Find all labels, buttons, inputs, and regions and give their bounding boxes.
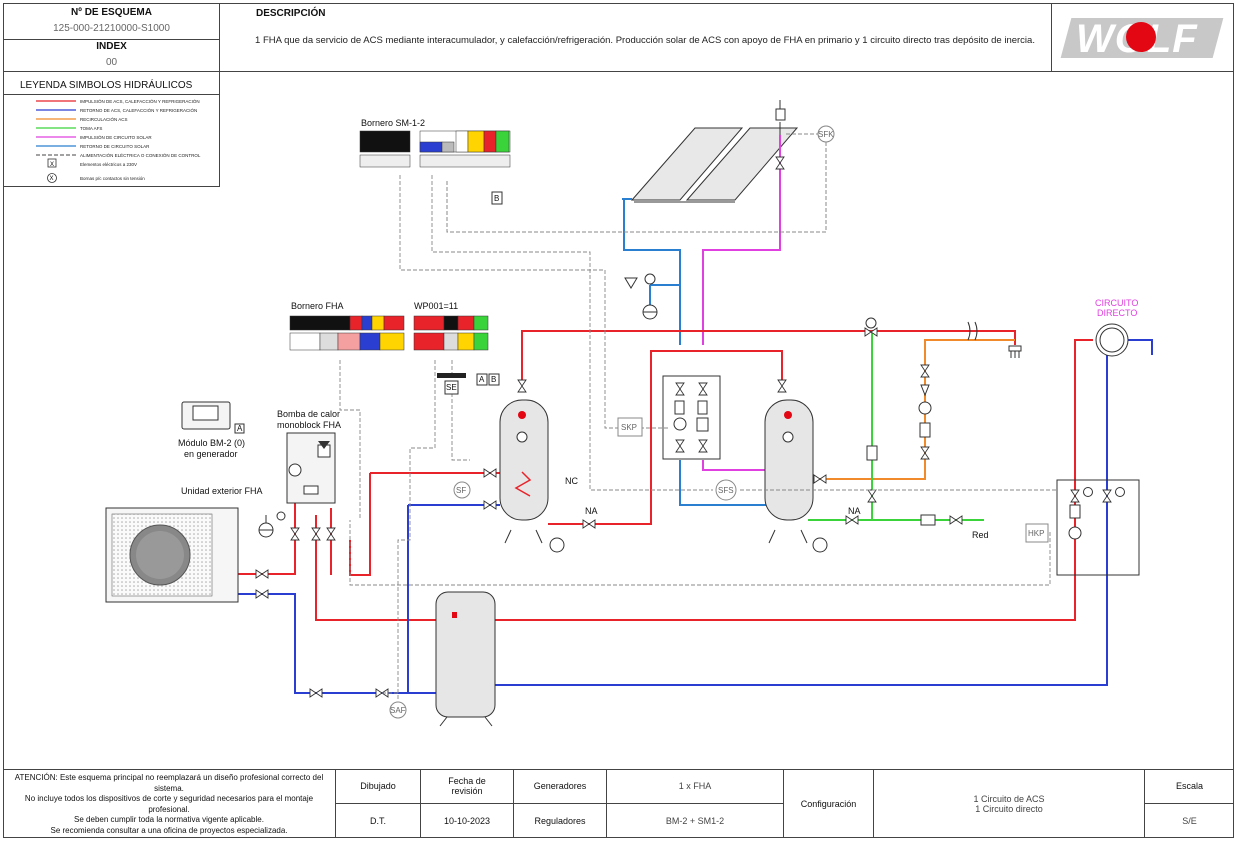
legend-item: Elementos eléctricos a 230V	[80, 162, 138, 167]
circuito-directo-label-1: CIRCUITO	[1095, 298, 1139, 308]
reguladores-label: Reguladores	[514, 804, 607, 838]
solar-valves	[675, 156, 785, 453]
generadores-value: 1 x FHA	[607, 769, 784, 804]
outdoor-unit	[105, 507, 239, 603]
svg-text:X: X	[50, 176, 54, 182]
sensors	[389, 417, 1049, 719]
configuracion-value: 1 Circuito de ACS 1 Circuito directo	[874, 769, 1145, 838]
control-wiring	[339, 175, 1057, 700]
monoblock-label: monoblock FHA	[277, 420, 342, 430]
b-terminal-label: B	[491, 375, 497, 384]
legend-item: TOMA AFS	[80, 126, 103, 131]
modulo-bm2-label: Módulo BM-2 (0)	[178, 438, 246, 448]
legend-box: LEYENDA SIMBOLOS HIDRÁULICOS	[3, 71, 220, 187]
legend-samples: X X	[36, 100, 76, 183]
unidad-exterior-label: Unidad exterior FHA	[181, 486, 263, 496]
inertia-tank	[435, 591, 496, 727]
na-label-1: NA	[585, 506, 598, 516]
bornero-sm-label: Bornero SM-1-2	[361, 118, 426, 128]
return-lines	[238, 339, 1153, 694]
wolf-logo-dot	[1126, 22, 1156, 52]
se-label: SE	[446, 383, 457, 392]
dibujado-value: D.T.	[336, 804, 421, 838]
acs-tank-2	[764, 399, 828, 553]
escala-value: S/E	[1182, 816, 1197, 826]
red-label: Red	[972, 530, 989, 540]
sfs-label: SFS	[718, 486, 734, 495]
generadores-label: Generadores	[514, 769, 607, 804]
wp001-label: WP001=11	[414, 301, 459, 311]
terminal-board-wp	[413, 315, 489, 351]
index-label: INDEX	[96, 41, 127, 52]
legend-title-bar	[4, 78, 219, 95]
configuracion-label: Configuración	[784, 769, 874, 838]
legend-item: RETORNO DE CIRCUITO SOLAR	[80, 144, 150, 149]
en-generador-label: en generador	[184, 449, 238, 459]
saf-label: SAF	[390, 706, 406, 715]
svg-text:X: X	[50, 162, 54, 168]
b-terminal-sm-label: B	[494, 194, 500, 203]
description-text: 1 FHA que da servicio de ACS mediante in…	[255, 35, 1035, 46]
index-value: 00	[105, 57, 118, 68]
description-label: DESCRIPCIÓN	[256, 8, 326, 19]
circuito-directo-label-2: DIRECTO	[1097, 308, 1138, 318]
terminal-board-sm	[359, 130, 511, 168]
acs-tank-1	[499, 399, 565, 553]
heat-pump-module	[286, 432, 336, 504]
nc-label: NC	[565, 476, 578, 486]
legend-title: LEYENDA SIMBOLOS HIDRÁULICOS	[20, 80, 193, 91]
sfk-label: SFK	[818, 130, 834, 139]
legend-item: ALIMENTACIÓN ELÉCTRICA O CONEXIÓN DE CON…	[80, 153, 201, 158]
fecha-label: Fecha de revisión	[421, 769, 514, 804]
bomba-calor-label: Bomba de calor	[277, 409, 341, 419]
schema-value: 125-000-21210000-S1000	[53, 23, 170, 34]
escala-label: Escala	[1145, 769, 1234, 804]
fecha-value: 10-10-2023	[421, 804, 514, 838]
logo-cell: WOLF	[1051, 3, 1234, 72]
attention-text: ATENCIÓN: Este esquema principal no reem…	[14, 773, 324, 835]
a-terminal-label: A	[479, 375, 485, 384]
legend-item: RETORNO DE ACS, CALEFACCIÓN Y REFRIGERAC…	[80, 108, 198, 113]
solar-collectors	[622, 127, 799, 203]
reguladores-value: BM-2 + SM1-2	[607, 804, 784, 838]
legend-item: Bornas p/c contactos sin tensión	[80, 176, 145, 181]
terminal-board-fha	[289, 315, 405, 351]
legend-item: RECIRCULACIÓN ACS	[80, 117, 128, 122]
legend-item: IMPULSIÓN DE CIRCUITO SOLAR	[80, 135, 152, 140]
schema-label: Nº DE ESQUEMA	[71, 7, 152, 18]
sf-label: SF	[456, 486, 467, 495]
footer-divider-1	[335, 769, 336, 838]
supply-lines	[238, 330, 1093, 621]
na-label-2: NA	[848, 506, 861, 516]
hkp-label: HKP	[1028, 529, 1045, 538]
skp-label: SKP	[621, 423, 638, 432]
bornero-fha-label: Bornero FHA	[291, 301, 344, 311]
legend-item: IMPULSIÓN DE ACS, CALEFACCIÓN Y REFRIGER…	[80, 99, 200, 104]
a-terminal-bm2-label: A	[237, 424, 243, 433]
dibujado-label: Dibujado	[336, 769, 421, 804]
